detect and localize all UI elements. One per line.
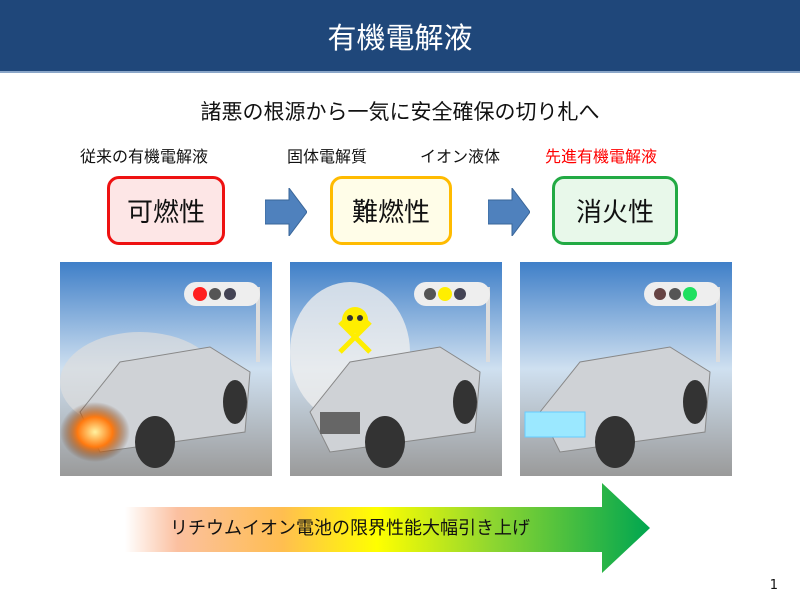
- label-advanced: 先進有機電解液: [545, 147, 658, 166]
- subtitle: 諸悪の根源から一気に安全確保の切り札へ: [200, 100, 600, 124]
- car-smoke-image: [290, 262, 502, 476]
- arrow-right-icon: [265, 188, 307, 236]
- skull-crossbones-icon: [338, 307, 372, 354]
- arrow-text: リチウムイオン電池の限界性能大幅引き上げ: [170, 518, 530, 539]
- box-flammable: 可燃性: [107, 176, 225, 245]
- label-conventional: 従来の有機電解液: [80, 147, 209, 166]
- title-bar: 有機電解液: [0, 0, 800, 73]
- box-flame-retardant: 難燃性: [330, 176, 452, 245]
- progress-arrow: [125, 483, 650, 573]
- label-solid: 固体電解質: [287, 147, 368, 166]
- car-safe-image: [520, 262, 732, 476]
- label-ionic: イオン液体: [420, 147, 501, 166]
- box-extinguishing: 消火性: [552, 176, 678, 245]
- car-fire-image: [60, 262, 272, 476]
- page-number: 1: [769, 578, 778, 593]
- slide-title: 有機電解液: [327, 20, 473, 55]
- arrow-right-icon: [488, 188, 530, 236]
